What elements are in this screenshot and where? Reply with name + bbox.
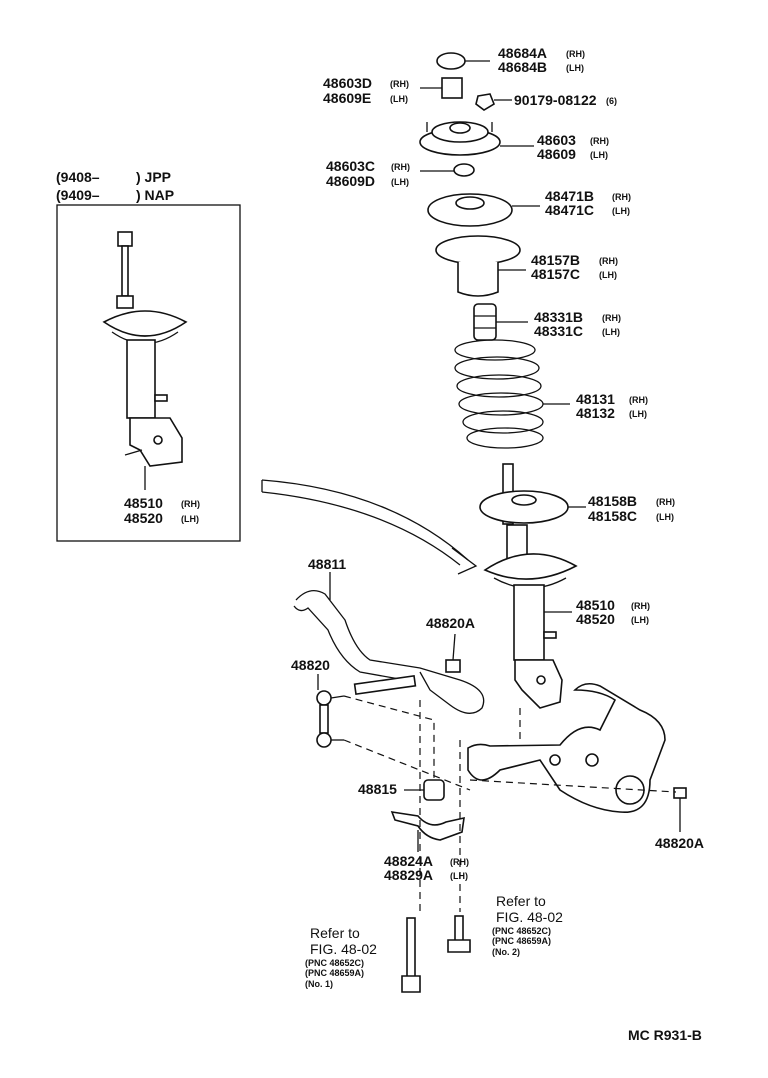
upper-spring-seat-shape <box>427 193 513 227</box>
spring-insulator-shape <box>435 235 521 297</box>
lh-tag: (LH) <box>599 270 617 280</box>
label-48331-rh: 48331B <box>534 309 583 325</box>
label-48603c-lh: 48609D <box>326 173 375 189</box>
lh-tag: (LH) <box>590 150 608 160</box>
label-48331-lh: 48331C <box>534 323 583 339</box>
lh-tag: (LH) <box>629 409 647 419</box>
refer-pnc1: (PNC 48652C) <box>305 958 364 968</box>
strut-mount-shape <box>419 121 501 156</box>
label-48684-lh: 48684B <box>498 59 547 75</box>
label-48820: 48820 <box>291 657 330 673</box>
dust-cap-shape <box>436 52 466 70</box>
lh-tag: (LH) <box>390 94 408 104</box>
refer-pnc2: (PNC 48659A) <box>305 968 364 978</box>
label-48158-lh: 48158C <box>588 508 637 524</box>
stabilizer-nut-shape <box>445 659 461 673</box>
refer-to-right: Refer to FIG. 48-02 (PNC 48652C) (PNC 48… <box>492 893 563 957</box>
rh-tag: (RH) <box>612 192 631 202</box>
label-48158-rh: 48158B <box>588 493 637 509</box>
rh-tag: (RH) <box>629 395 648 405</box>
refer-no: (No. 1) <box>305 979 333 989</box>
bump-stopper-shape <box>473 303 497 341</box>
bolt-no2-shape <box>447 915 471 953</box>
bushing-bracket-shape <box>390 811 465 841</box>
lower-seat-shape <box>479 463 569 525</box>
mount-nut-shape <box>475 93 495 111</box>
rh-tag: (RH) <box>656 497 675 507</box>
label-48820a-top: 48820A <box>426 615 475 631</box>
stabilizer-bar-shape <box>293 589 485 714</box>
label-48815: 48815 <box>358 781 397 797</box>
coil-spring-shape <box>454 339 544 449</box>
inset-market-1: ) JPP <box>136 169 171 185</box>
label-48603-rh: 48603 <box>537 132 576 148</box>
label-48824-lh: 48829A <box>384 867 433 883</box>
label-48820a-right: 48820A <box>655 835 704 851</box>
diagram-code: MC R931-B <box>628 1027 702 1043</box>
inset-part-rh: 48510 <box>124 495 163 511</box>
inset-strut-drawing <box>102 231 188 490</box>
lh-tag: (LH) <box>656 512 674 522</box>
inset-lh-tag: (LH) <box>181 514 199 524</box>
label-48157-lh: 48157C <box>531 266 580 282</box>
label-48811: 48811 <box>308 556 346 572</box>
refer-pnc2: (PNC 48659A) <box>492 936 551 946</box>
inset-date-1: (9408– <box>56 169 100 185</box>
inset-part-lh: 48520 <box>124 510 163 526</box>
lh-tag: (LH) <box>566 63 584 73</box>
lh-tag: (LH) <box>450 871 468 881</box>
bolt-no1-shape <box>401 917 421 993</box>
refer-pnc1: (PNC 48652C) <box>492 926 551 936</box>
label-48824-rh: 48824A <box>384 853 433 869</box>
refer-to-left: Refer to FIG. 48-02 (PNC 48652C) (PNC 48… <box>305 925 377 989</box>
inset-market-2: ) NAP <box>136 187 174 203</box>
lh-tag: (LH) <box>631 615 649 625</box>
stabilizer-bushing-shape <box>423 779 445 801</box>
knuckle-arm-shape <box>467 682 687 813</box>
strut-assembly-shape <box>483 524 578 709</box>
refer-line2: FIG. 48-02 <box>496 909 563 925</box>
rh-tag: (RH) <box>631 601 650 611</box>
rh-tag: (RH) <box>566 49 585 59</box>
rh-tag: (RH) <box>450 857 469 867</box>
rh-tag: (RH) <box>391 162 410 172</box>
strut-nut-shape <box>441 77 463 99</box>
inset-rh-tag: (RH) <box>181 499 200 509</box>
label-48603-lh: 48609 <box>537 146 576 162</box>
lh-tag: (LH) <box>612 206 630 216</box>
stabilizer-link-shape <box>316 690 345 748</box>
label-48684-rh: 48684A <box>498 45 547 61</box>
lh-tag: (LH) <box>602 327 620 337</box>
inset-date-2: (9409– <box>56 187 100 203</box>
label-48603c-rh: 48603C <box>326 158 375 174</box>
label-48471-lh: 48471C <box>545 202 594 218</box>
label-90179: 90179-08122 <box>514 92 597 108</box>
refer-line1: Refer to <box>496 893 546 909</box>
refer-line2: FIG. 48-02 <box>310 941 377 957</box>
label-48510-rh: 48510 <box>576 597 615 613</box>
label-48603d-lh: 48609E <box>323 90 371 106</box>
inset-box: (9408– (9409– ) JPP ) NAP 48510 48520 (R… <box>56 169 241 542</box>
rh-tag: (RH) <box>599 256 618 266</box>
label-48510-lh: 48520 <box>576 611 615 627</box>
label-48471-rh: 48471B <box>545 188 594 204</box>
inset-pointer-arrow <box>261 479 469 561</box>
refer-no: (No. 2) <box>492 947 520 957</box>
refer-line1: Refer to <box>310 925 360 941</box>
washer-shape <box>453 163 475 177</box>
lh-tag: (LH) <box>391 177 409 187</box>
label-48132: 48132 <box>576 405 615 421</box>
label-90179-qty: (6) <box>606 96 617 106</box>
rh-tag: (RH) <box>590 136 609 146</box>
label-48131: 48131 <box>576 391 615 407</box>
rh-tag: (RH) <box>390 79 409 89</box>
label-48603d-rh: 48603D <box>323 75 372 91</box>
rh-tag: (RH) <box>602 313 621 323</box>
label-48157-rh: 48157B <box>531 252 580 268</box>
